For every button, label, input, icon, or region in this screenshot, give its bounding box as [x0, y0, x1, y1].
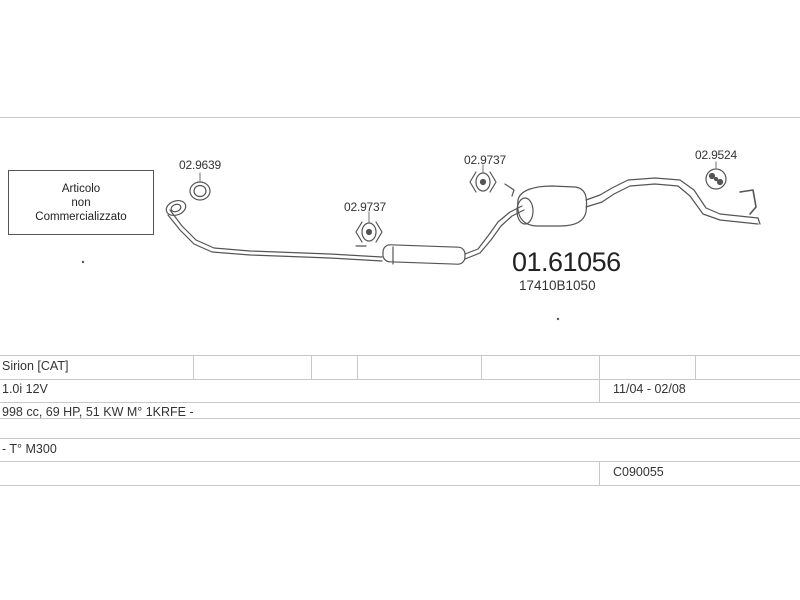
label-hanger-middle[interactable]: 02.9737 — [464, 153, 506, 167]
table-line-3 — [0, 402, 800, 403]
table-divider-6 — [695, 355, 696, 379]
table-divider-4 — [481, 355, 482, 379]
not-available-note: Articolo non Commercializzato — [8, 170, 154, 235]
note-line-2: non — [71, 196, 91, 209]
middle-silencer — [382, 244, 466, 265]
front-flange — [165, 199, 187, 217]
label-gasket[interactable]: 02.9639 — [179, 158, 221, 172]
tail-pipe — [585, 177, 759, 219]
gasket-part — [189, 181, 211, 201]
table-line-7 — [0, 485, 800, 486]
main-part-number[interactable]: 01.61056 — [512, 247, 621, 277]
table-line-6 — [0, 461, 800, 462]
oem-part-number: 17410B1050 — [519, 278, 596, 293]
table-specs: 998 cc, 69 HP, 51 KW M° 1KRFE - — [2, 405, 194, 419]
table-divider-2 — [311, 355, 312, 379]
table-engine: 1.0i 12V — [2, 382, 48, 396]
label-hanger-front[interactable]: 02.9737 — [344, 200, 386, 214]
table-period: 11/04 - 02/08 — [613, 382, 686, 396]
table-type: - T° M300 — [2, 442, 57, 456]
note-line-1: Articolo — [61, 182, 101, 195]
table-line-4 — [0, 418, 800, 419]
table-line-1 — [0, 355, 800, 356]
table-divider-3 — [357, 355, 358, 379]
intermediate-pipe — [464, 205, 523, 255]
table-line-5 — [0, 438, 800, 439]
hanger-middle-part — [469, 171, 497, 193]
rear-silencer — [517, 185, 588, 227]
table-divider-7 — [599, 461, 600, 485]
frame-top-line — [0, 117, 800, 118]
note-line-3: Commercializzato — [35, 210, 127, 223]
table-model: Sirion [CAT] — [2, 359, 69, 373]
label-hanger-rear[interactable]: 02.9524 — [695, 148, 737, 162]
table-divider-5 — [599, 355, 600, 402]
hanger-front-part — [355, 221, 383, 247]
front-pipe — [169, 209, 383, 258]
table-line-2 — [0, 379, 800, 380]
hanger-rear-part — [705, 168, 727, 190]
table-code: C090055 — [613, 465, 664, 479]
table-divider-1 — [193, 355, 194, 379]
rear-bracket — [739, 189, 757, 215]
